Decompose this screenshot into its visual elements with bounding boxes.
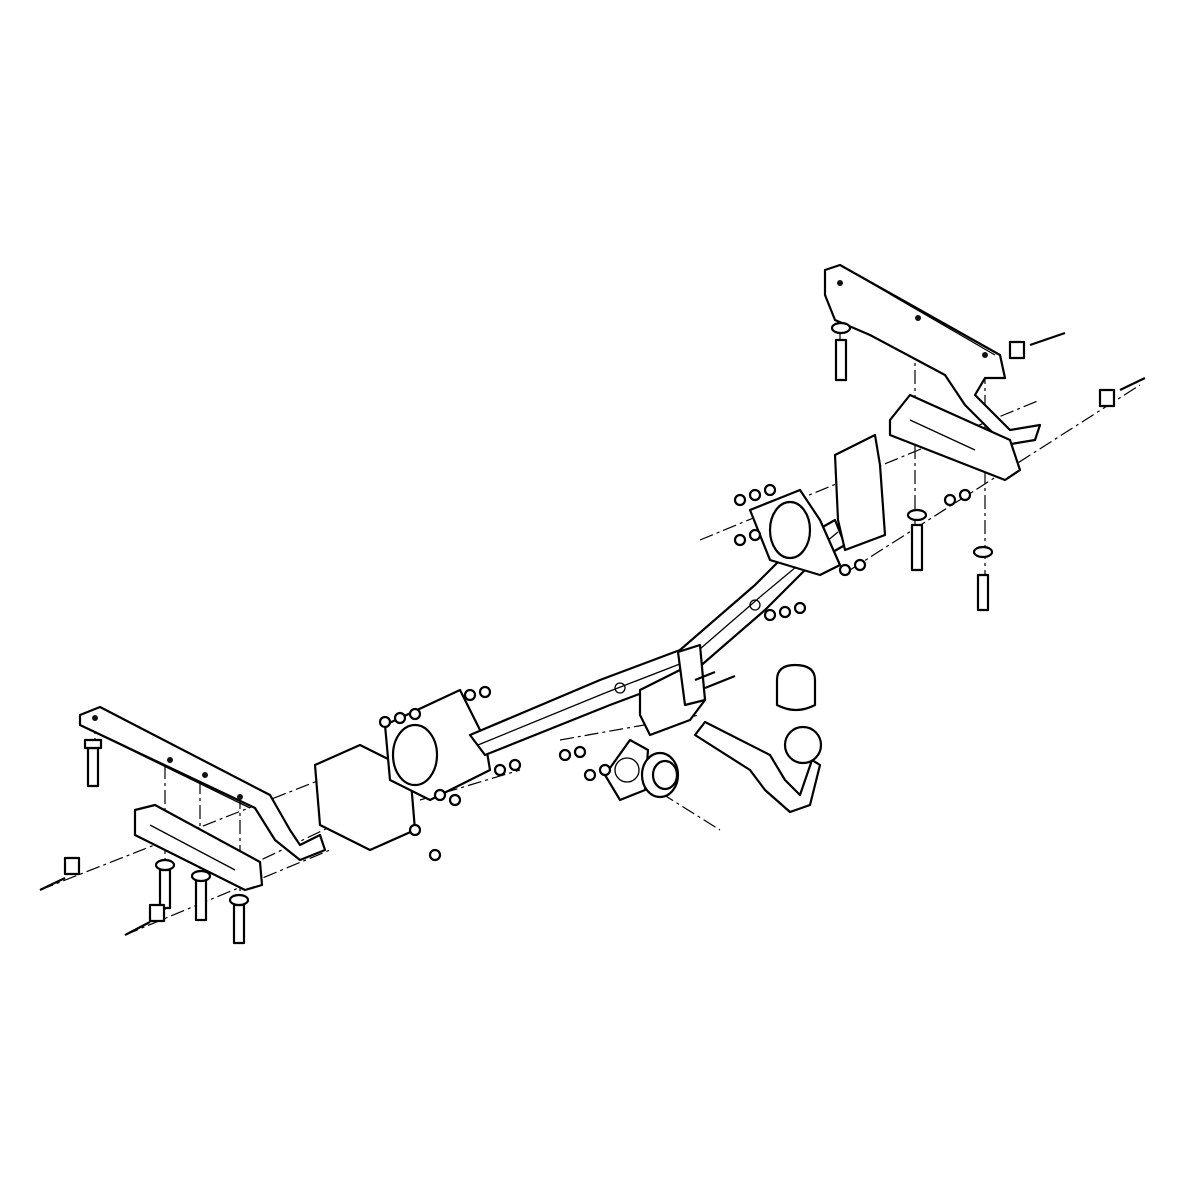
bolt-icon [190,869,212,922]
bolt-icon [972,545,994,612]
nut-cluster-icon [378,483,972,862]
bolt-icon [124,903,166,936]
left-lower-plate [133,803,264,892]
bolt-icon [39,856,81,891]
bolt-icon [1008,331,1066,360]
bolt-icon [228,893,250,945]
right-lower-plate [888,393,1022,482]
electrical-socket [640,751,680,799]
bolt-icon [83,738,103,788]
right-vehicle-bracket [823,263,1042,447]
bolts-nuts-washers [39,321,1146,945]
bolt-icon [830,321,852,382]
ball-neck [693,720,823,814]
center-hitch-mount [638,643,707,737]
right-side-mount [748,433,887,577]
bolt-icon [906,508,928,572]
bolt-icon [694,670,736,690]
left-vehicle-bracket [78,705,327,862]
ball-cap [775,663,817,712]
bolt-icon [1098,377,1146,408]
bolt-icon [154,858,176,910]
